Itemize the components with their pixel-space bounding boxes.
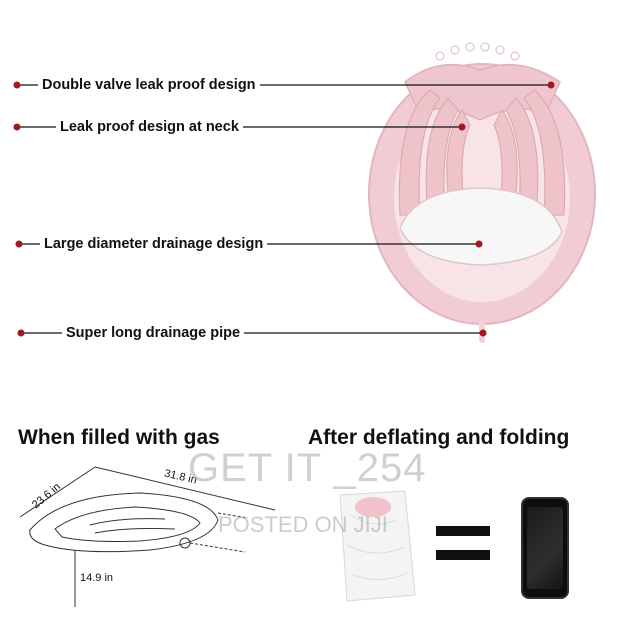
callout-lines	[13, 81, 555, 337]
callout-label-double-valve: Double valve leak proof design	[38, 76, 260, 94]
callout-dot	[13, 81, 21, 89]
smartphone-icon	[521, 497, 569, 599]
equals-sign-bottom	[436, 550, 490, 560]
callout-dot	[479, 329, 487, 337]
watermark-line2: POSTED ON JIJI	[218, 512, 388, 537]
callout-dot	[15, 240, 23, 248]
heading-deflated: After deflating and folding	[308, 426, 570, 449]
dimension-drawing	[19, 466, 276, 607]
callout-dot	[547, 81, 555, 89]
heading-filled: When filled with gas	[18, 426, 220, 449]
callout-dot	[13, 123, 21, 131]
callout-label-pipe: Super long drainage pipe	[62, 324, 245, 342]
folded-basin-bag	[339, 490, 416, 602]
watermark-line1: GET IT _254	[188, 446, 427, 490]
phone-screen	[527, 507, 563, 589]
callout-dot	[458, 123, 466, 131]
callout-dot	[475, 240, 483, 248]
equals-sign-top	[436, 526, 490, 536]
callout-dot	[17, 329, 25, 337]
callout-label-neck: Leak proof design at neck	[56, 118, 243, 136]
dimension-height: 14.9 in	[80, 572, 114, 584]
callout-label-drainage: Large diameter drainage design	[40, 235, 268, 253]
